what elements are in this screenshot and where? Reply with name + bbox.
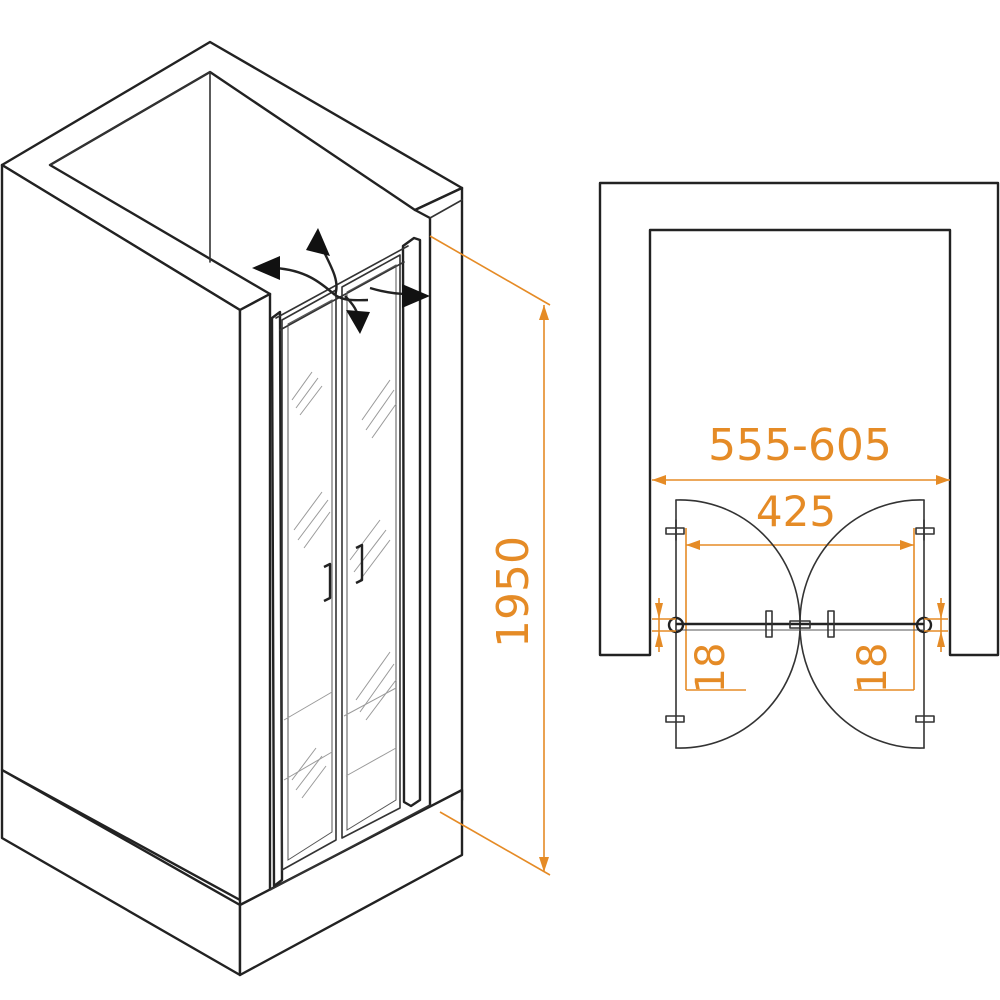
height-dimension <box>429 235 551 876</box>
swing-arrow-icon <box>252 228 430 334</box>
inner-corner-edge <box>49 71 211 263</box>
left-wall-end <box>238 292 272 907</box>
plan-view <box>598 181 1000 749</box>
left-door-glass <box>287 299 333 861</box>
right-offset-dimension <box>924 598 948 652</box>
door-handle-icon <box>323 562 332 603</box>
right-offset-label: 18 <box>850 643 896 694</box>
hinge-icon <box>665 519 935 723</box>
right-door-glass <box>346 264 397 831</box>
left-offset-dimension <box>652 598 676 652</box>
opening-width-label: 555-605 <box>708 420 892 471</box>
door-width-label: 425 <box>756 487 836 536</box>
height-label: 1950 <box>488 536 539 648</box>
right-wall <box>413 186 464 817</box>
left-door-panel <box>281 289 337 871</box>
left-profile <box>270 310 284 888</box>
right-door-panel <box>341 254 401 839</box>
left-offset-label: 18 <box>688 643 734 694</box>
right-wall-edge <box>429 199 463 219</box>
tray-right <box>238 788 464 977</box>
right-profile <box>401 236 422 808</box>
top-rail <box>275 245 409 319</box>
tray-inner-edge <box>269 804 431 891</box>
door-handle-icon <box>355 543 364 585</box>
door-handle-icon <box>765 610 835 638</box>
isometric-view <box>0 40 551 977</box>
door-width-dimension <box>685 528 915 691</box>
opening-width-dimension <box>652 475 950 485</box>
plan-walls <box>598 181 1000 657</box>
glass-reflection-marks <box>283 371 397 799</box>
